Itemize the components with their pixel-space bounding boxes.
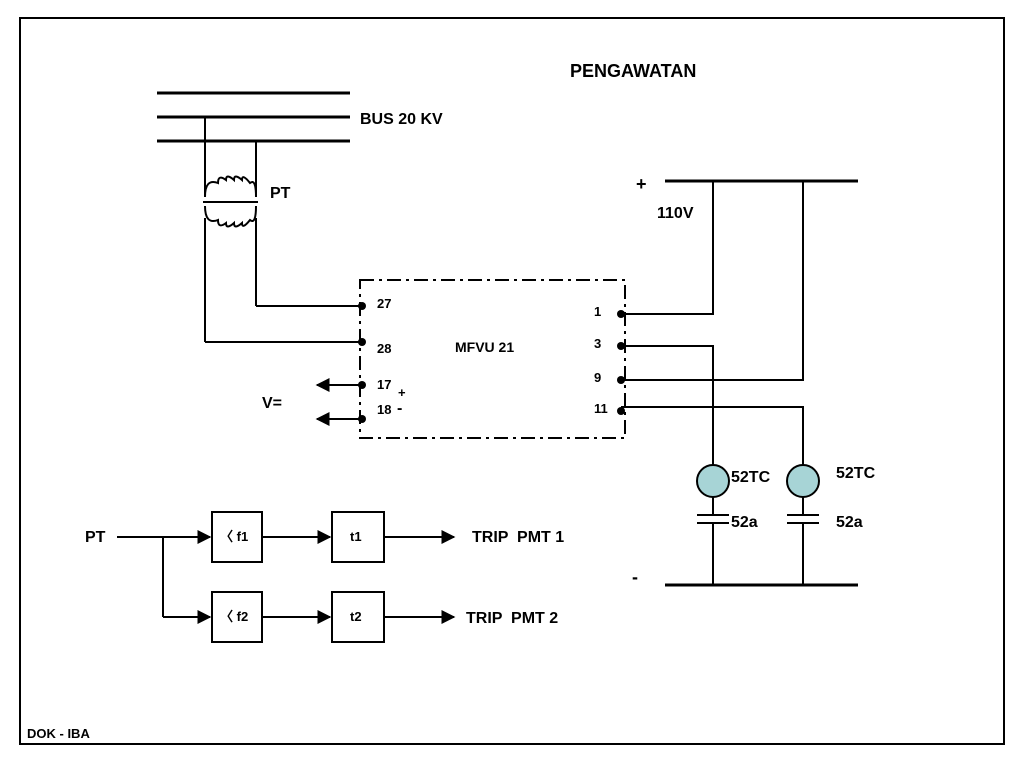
trip-coil-2	[786, 464, 820, 498]
trip-output-1: TRIP PMT 1	[472, 529, 564, 546]
underfreq-1-label: 〈 f1	[220, 529, 248, 544]
contact-2-label: 52a	[836, 514, 863, 531]
page-frame	[19, 17, 1005, 745]
terminal-3: 3	[594, 336, 601, 351]
timer-1-label: t1	[350, 529, 362, 544]
logic-wiring	[117, 530, 456, 624]
relay-name: MFVU 21	[455, 339, 514, 355]
diagram-title: PENGAWATAN	[570, 61, 696, 81]
trip-coil-1	[696, 464, 730, 498]
footer-label: DOK - IBA	[27, 726, 90, 741]
terminal-28: 28	[377, 341, 391, 356]
terminal-11: 11	[594, 401, 608, 416]
underfreq-2-label: 〈 f2	[220, 609, 248, 624]
logic-input-label: PT	[85, 529, 106, 546]
pt-label: PT	[270, 185, 291, 202]
terminal-18: 18	[377, 402, 391, 417]
bus-label: BUS 20 KV	[360, 111, 443, 128]
timer-block-1	[331, 511, 385, 563]
relay-right-terminals	[617, 310, 625, 415]
underfreq-block-1	[211, 511, 263, 563]
underfreq-block-2	[211, 591, 263, 643]
trip-coil-1-label: 52TC	[731, 469, 771, 486]
polarity-plus: +	[398, 385, 406, 400]
supply-plus: +	[636, 174, 647, 194]
relay-left-terminals	[358, 302, 366, 423]
supply-voltage: 110V	[657, 205, 694, 222]
terminal-1: 1	[594, 304, 601, 319]
trip-coil-2-label: 52TC	[836, 465, 876, 482]
bus-20kv	[157, 91, 350, 143]
timer-2-label: t2	[350, 609, 362, 624]
terminal-9: 9	[594, 370, 601, 385]
potential-transformer	[203, 117, 362, 343]
supply-minus: -	[632, 567, 638, 587]
breaker-contacts	[697, 514, 819, 524]
trip-circuit-wiring	[621, 181, 804, 585]
contact-1-label: 52a	[731, 514, 758, 531]
relay-mfvu21	[359, 279, 626, 439]
terminal-17: 17	[377, 377, 391, 392]
polarity-minus: -	[397, 400, 402, 417]
trip-output-2: TRIP PMT 2	[466, 610, 558, 627]
voltage-output-label: V=	[262, 395, 282, 412]
timer-block-2	[331, 591, 385, 643]
terminal-27: 27	[377, 296, 391, 311]
